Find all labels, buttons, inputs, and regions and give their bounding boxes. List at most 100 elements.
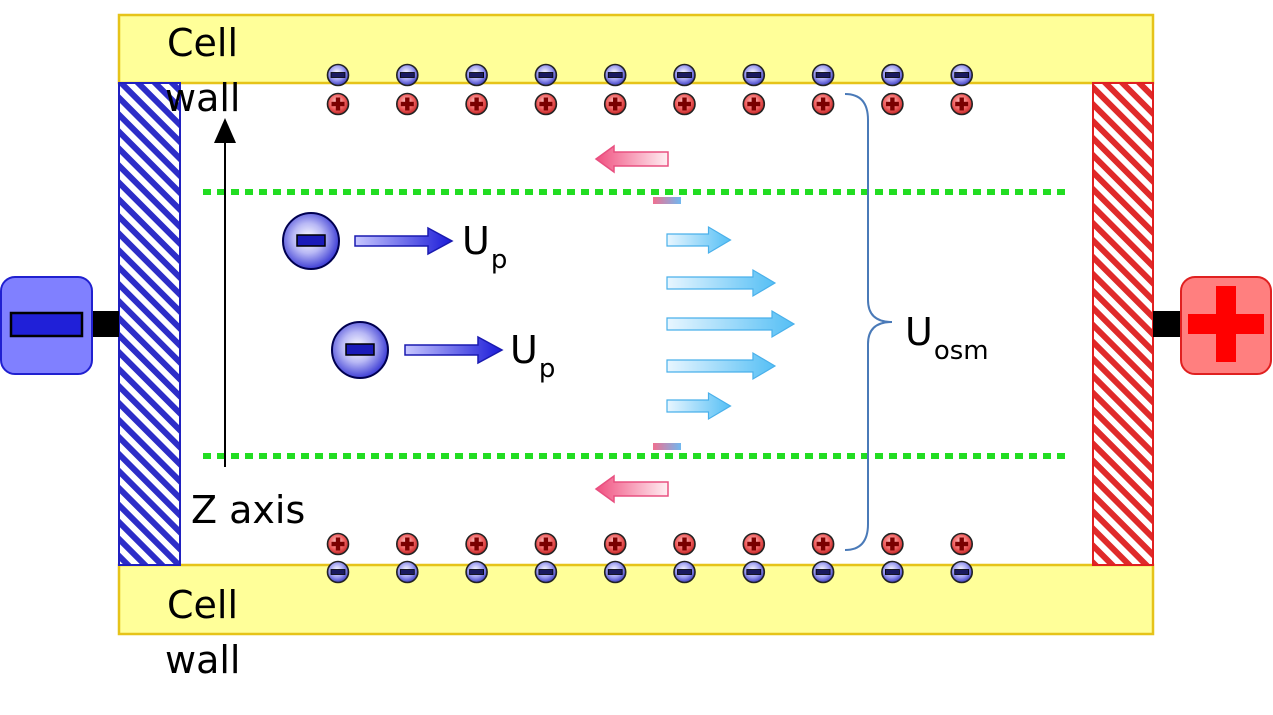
surface-positive-charge bbox=[742, 532, 766, 556]
surface-negative-charge bbox=[881, 63, 904, 87]
anode-wire bbox=[1153, 311, 1181, 337]
minus-icon bbox=[677, 569, 692, 575]
plus-icon bbox=[678, 537, 691, 551]
minus-icon bbox=[296, 234, 326, 247]
up-sub-1: p bbox=[490, 245, 508, 275]
cathode-wire bbox=[92, 311, 119, 337]
eo-flow-arrow bbox=[666, 309, 796, 339]
surface-positive-charge bbox=[673, 532, 696, 556]
plus-icon bbox=[678, 97, 691, 111]
surface-negative-charge bbox=[326, 560, 350, 584]
minus-icon bbox=[345, 343, 375, 356]
cell-wall-top-label-1: Cell bbox=[167, 21, 239, 65]
surface-negative-charge bbox=[950, 63, 974, 87]
cathode-electrode bbox=[118, 82, 181, 566]
cell-wall-top-label-2: wall bbox=[165, 76, 241, 120]
plus-icon bbox=[331, 537, 345, 551]
surface-negative-charge bbox=[811, 63, 835, 87]
back-flow-arrow-bottom bbox=[594, 474, 669, 504]
particle-velocity-label-2: Up bbox=[510, 324, 555, 384]
surface-positive-charge bbox=[811, 532, 835, 556]
plus-icon bbox=[470, 537, 484, 551]
surface-positive-charge bbox=[395, 92, 419, 116]
surface-positive-charge bbox=[950, 532, 974, 556]
minus-icon bbox=[815, 569, 831, 575]
surface-positive-charge bbox=[881, 92, 904, 116]
z-axis-label: Z axis bbox=[191, 488, 306, 532]
anode-electrode bbox=[1092, 82, 1154, 566]
surface-negative-charge bbox=[881, 560, 904, 584]
surface-positive-charge bbox=[603, 92, 627, 116]
eo-flow-arrow bbox=[666, 225, 732, 255]
flow-reversal-mark-bottom bbox=[653, 443, 681, 450]
back-flow-arrow-top bbox=[594, 144, 669, 174]
particle-velocity-arrow-1 bbox=[354, 226, 454, 256]
particle-velocity-arrow-2 bbox=[404, 335, 504, 365]
minus-icon bbox=[607, 72, 623, 78]
surface-positive-charge bbox=[326, 532, 350, 556]
minus-icon bbox=[885, 569, 900, 575]
surface-negative-charge bbox=[811, 560, 835, 584]
surface-positive-charge bbox=[395, 532, 419, 556]
surface-positive-charge bbox=[465, 92, 488, 116]
z-axis-arrowhead bbox=[214, 118, 236, 143]
minus-icon bbox=[815, 72, 831, 78]
flow-reversal-mark-top bbox=[653, 197, 681, 204]
plus-icon bbox=[816, 537, 830, 551]
eo-flow-arrow bbox=[666, 268, 777, 298]
surface-positive-charge bbox=[326, 92, 350, 116]
plus-icon bbox=[331, 97, 345, 111]
surface-negative-charge bbox=[673, 560, 696, 584]
minus-icon bbox=[9, 311, 84, 338]
uosm-label: Uosm bbox=[905, 306, 989, 366]
particle-1 bbox=[282, 212, 340, 270]
surface-negative-charge bbox=[465, 63, 488, 87]
uosm-brace bbox=[844, 93, 893, 551]
surface-charges bbox=[326, 63, 974, 584]
surface-negative-charge bbox=[742, 63, 766, 87]
cell-wall-top bbox=[117, 13, 1155, 85]
plus-icon bbox=[885, 537, 899, 551]
eo-flow-arrow bbox=[666, 351, 777, 381]
surface-positive-charge bbox=[673, 92, 696, 116]
minus-icon bbox=[954, 569, 970, 575]
surface-positive-charge bbox=[950, 92, 974, 116]
plus-icon bbox=[470, 97, 484, 111]
plus-icon bbox=[608, 97, 622, 111]
plus-icon bbox=[747, 97, 761, 111]
up-sub-2: p bbox=[538, 354, 556, 384]
minus-icon bbox=[538, 72, 554, 78]
plus-icon bbox=[747, 537, 761, 551]
plus-icon bbox=[539, 537, 553, 551]
cell-wall-bottom-label-1: Cell bbox=[167, 583, 239, 627]
minus-icon bbox=[954, 72, 970, 78]
plus-icon bbox=[400, 537, 414, 551]
plus-icon bbox=[539, 97, 553, 111]
surface-negative-charge bbox=[742, 560, 766, 584]
surface-negative-charge bbox=[326, 63, 350, 87]
surface-negative-charge bbox=[395, 63, 419, 87]
minus-icon bbox=[677, 72, 692, 78]
plus-icon bbox=[955, 97, 969, 111]
plus-icon bbox=[816, 97, 830, 111]
plus-icon bbox=[400, 97, 414, 111]
minus-icon bbox=[330, 569, 346, 575]
surface-negative-charge bbox=[465, 560, 488, 584]
particle-velocity-label-1: Up bbox=[462, 215, 507, 275]
surface-positive-charge bbox=[534, 92, 558, 116]
particle-2 bbox=[331, 321, 389, 379]
eo-flow-profile bbox=[666, 225, 796, 421]
minus-icon bbox=[538, 569, 554, 575]
minus-icon bbox=[885, 72, 900, 78]
up-main-2: U bbox=[510, 328, 538, 372]
minus-icon bbox=[399, 72, 415, 78]
surface-positive-charge bbox=[742, 92, 766, 116]
minus-icon bbox=[746, 72, 762, 78]
cell-wall-bottom bbox=[117, 563, 1155, 636]
minus-icon bbox=[399, 569, 415, 575]
up-main-1: U bbox=[462, 219, 490, 263]
surface-negative-charge bbox=[603, 560, 627, 584]
surface-positive-charge bbox=[811, 92, 835, 116]
surface-negative-charge bbox=[950, 560, 974, 584]
